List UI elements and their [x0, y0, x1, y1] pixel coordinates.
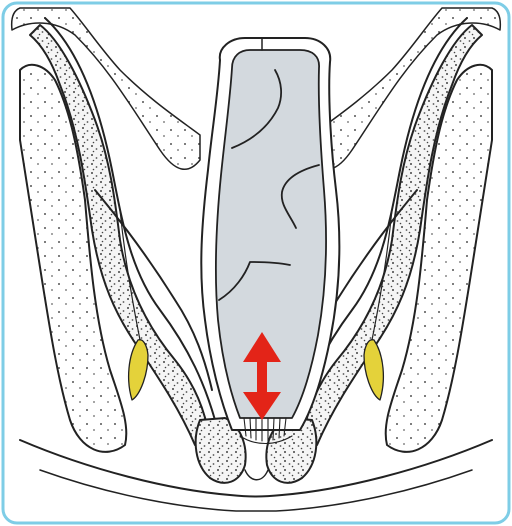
rectal-lumen	[216, 50, 326, 418]
